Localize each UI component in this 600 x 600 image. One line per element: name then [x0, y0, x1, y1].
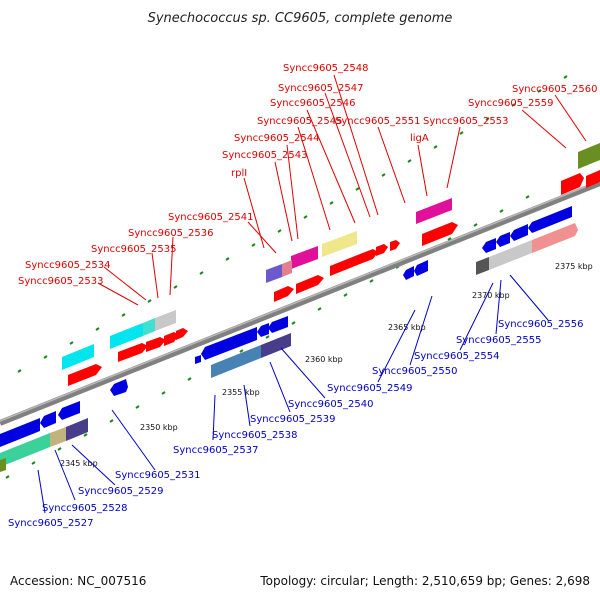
scale-label: 2375 kbp — [555, 262, 593, 271]
scale-label: 2350 kbp — [140, 423, 178, 432]
feature-forward — [296, 275, 324, 294]
gene-label: Syncc9605_2539 — [250, 414, 336, 425]
feature-forward — [390, 240, 400, 251]
map-title: Synechococcus sp. CC9605, complete genom… — [148, 11, 453, 26]
feature-reverse — [257, 323, 269, 337]
gene-label: Syncc9605_2533 — [18, 276, 104, 287]
feature-reverse — [414, 260, 428, 276]
gene-label: Syncc9605_2550 — [372, 366, 458, 377]
accession-text: Accession: NC_007516 — [10, 574, 146, 588]
gene-label: Syncc9605_2534 — [25, 260, 111, 271]
gene-label: Syncc9605_2543 — [222, 150, 308, 161]
feature-reverse — [0, 458, 6, 472]
features — [0, 143, 600, 472]
feature-reverse — [66, 418, 88, 441]
feature-reverse — [482, 238, 496, 253]
feature-reverse — [489, 240, 532, 270]
feature-reverse — [0, 418, 40, 447]
feature-forward — [422, 222, 458, 246]
feature-forward — [360, 249, 378, 264]
scale-label: 2365 kbp — [388, 323, 426, 332]
feature-forward — [291, 246, 318, 269]
gene-label: Syncc9605_2553 — [423, 116, 509, 127]
feature-forward — [110, 323, 143, 349]
gene-label: Syncc9605_2531 — [115, 470, 201, 481]
feature-reverse — [476, 257, 489, 275]
feature-forward — [376, 244, 388, 256]
gene-label: Syncc9605_2527 — [8, 518, 94, 529]
feature-reverse — [211, 345, 261, 378]
feature-forward — [146, 337, 166, 352]
gene-label: Syncc9605_2560 — [512, 84, 598, 95]
feature-forward — [176, 328, 188, 340]
gene-label: Syncc9605_2556 — [498, 319, 584, 330]
gene-label: Syncc9605_2545 — [257, 116, 343, 127]
gene-label: Syncc9605_2537 — [173, 445, 259, 456]
tick-track-top — [17, 75, 568, 373]
feature-reverse — [496, 232, 510, 247]
gene-label: Syncc9605_2541 — [168, 212, 254, 223]
bottom-labels: Syncc9605_2527 Syncc9605_2528 Syncc9605_… — [8, 319, 584, 529]
gene-label: Syncc9605_2559 — [468, 98, 554, 109]
feature-forward — [416, 198, 452, 224]
feature-reverse — [201, 327, 257, 360]
feature-forward — [164, 332, 179, 346]
top-labels: Syncc9605_2533 Syncc9605_2534 Syncc9605_… — [18, 63, 598, 287]
feature-forward — [561, 173, 584, 195]
feature-reverse — [528, 206, 572, 233]
feature-reverse — [110, 379, 128, 396]
top-label-leaders — [97, 74, 587, 306]
feature-reverse — [0, 433, 50, 467]
feature-reverse — [268, 316, 288, 333]
gene-label: Syncc9605_2538 — [212, 430, 298, 441]
gene-label: ligA — [410, 133, 429, 144]
gene-label: Syncc9605_2535 — [91, 244, 177, 255]
genome-info-text: Topology: circular; Length: 2,510,659 bp… — [259, 574, 590, 588]
gene-label: Syncc9605_2549 — [327, 383, 413, 394]
scale-label: 2360 kbp — [305, 355, 343, 364]
feature-forward — [62, 344, 94, 370]
bottom-label-leaders — [37, 274, 549, 514]
gene-label: Syncc9605_2540 — [288, 399, 374, 410]
feature-forward — [266, 264, 282, 283]
feature-reverse — [532, 223, 578, 253]
feature-reverse — [58, 401, 80, 420]
genome-axis — [0, 180, 600, 426]
feature-forward — [330, 254, 366, 276]
gene-label: Syncc9605_2544 — [234, 133, 320, 144]
genome-axis-highlight — [0, 180, 600, 422]
gene-label: Syncc9605_2546 — [270, 98, 356, 109]
feature-reverse — [195, 355, 201, 364]
gene-label: Syncc9605_2548 — [283, 63, 369, 74]
scale-labels: 2345 kbp 2350 kbp 2355 kbp 2360 kbp 2365… — [60, 262, 593, 468]
feature-reverse — [50, 427, 66, 447]
gene-label: Syncc9605_2554 — [414, 351, 500, 362]
gene-label: Syncc9605_2547 — [278, 83, 364, 94]
feature-forward — [118, 343, 148, 362]
gene-label: Syncc9605_2528 — [42, 503, 128, 514]
feature-forward — [282, 260, 292, 277]
feature-forward — [155, 310, 176, 331]
gene-label: Syncc9605_2529 — [78, 486, 164, 497]
feature-forward — [578, 143, 600, 169]
feature-reverse — [510, 224, 528, 241]
gene-label: Syncc9605_2536 — [128, 228, 214, 239]
feature-forward — [68, 364, 102, 386]
feature-reverse — [40, 411, 56, 428]
feature-forward — [143, 318, 155, 336]
gene-label: Syncc9605_2551 — [335, 116, 421, 127]
feature-reverse — [403, 266, 414, 280]
scale-label: 2370 kbp — [472, 291, 510, 300]
gene-label: Syncc9605_2555 — [456, 335, 542, 346]
feature-reverse — [261, 333, 291, 358]
scale-label: 2345 kbp — [60, 459, 98, 468]
feature-forward — [322, 231, 357, 257]
scale-label: 2355 kbp — [222, 388, 260, 397]
gene-label: rplI — [231, 168, 247, 179]
feature-forward — [586, 170, 600, 188]
feature-forward — [274, 286, 294, 302]
